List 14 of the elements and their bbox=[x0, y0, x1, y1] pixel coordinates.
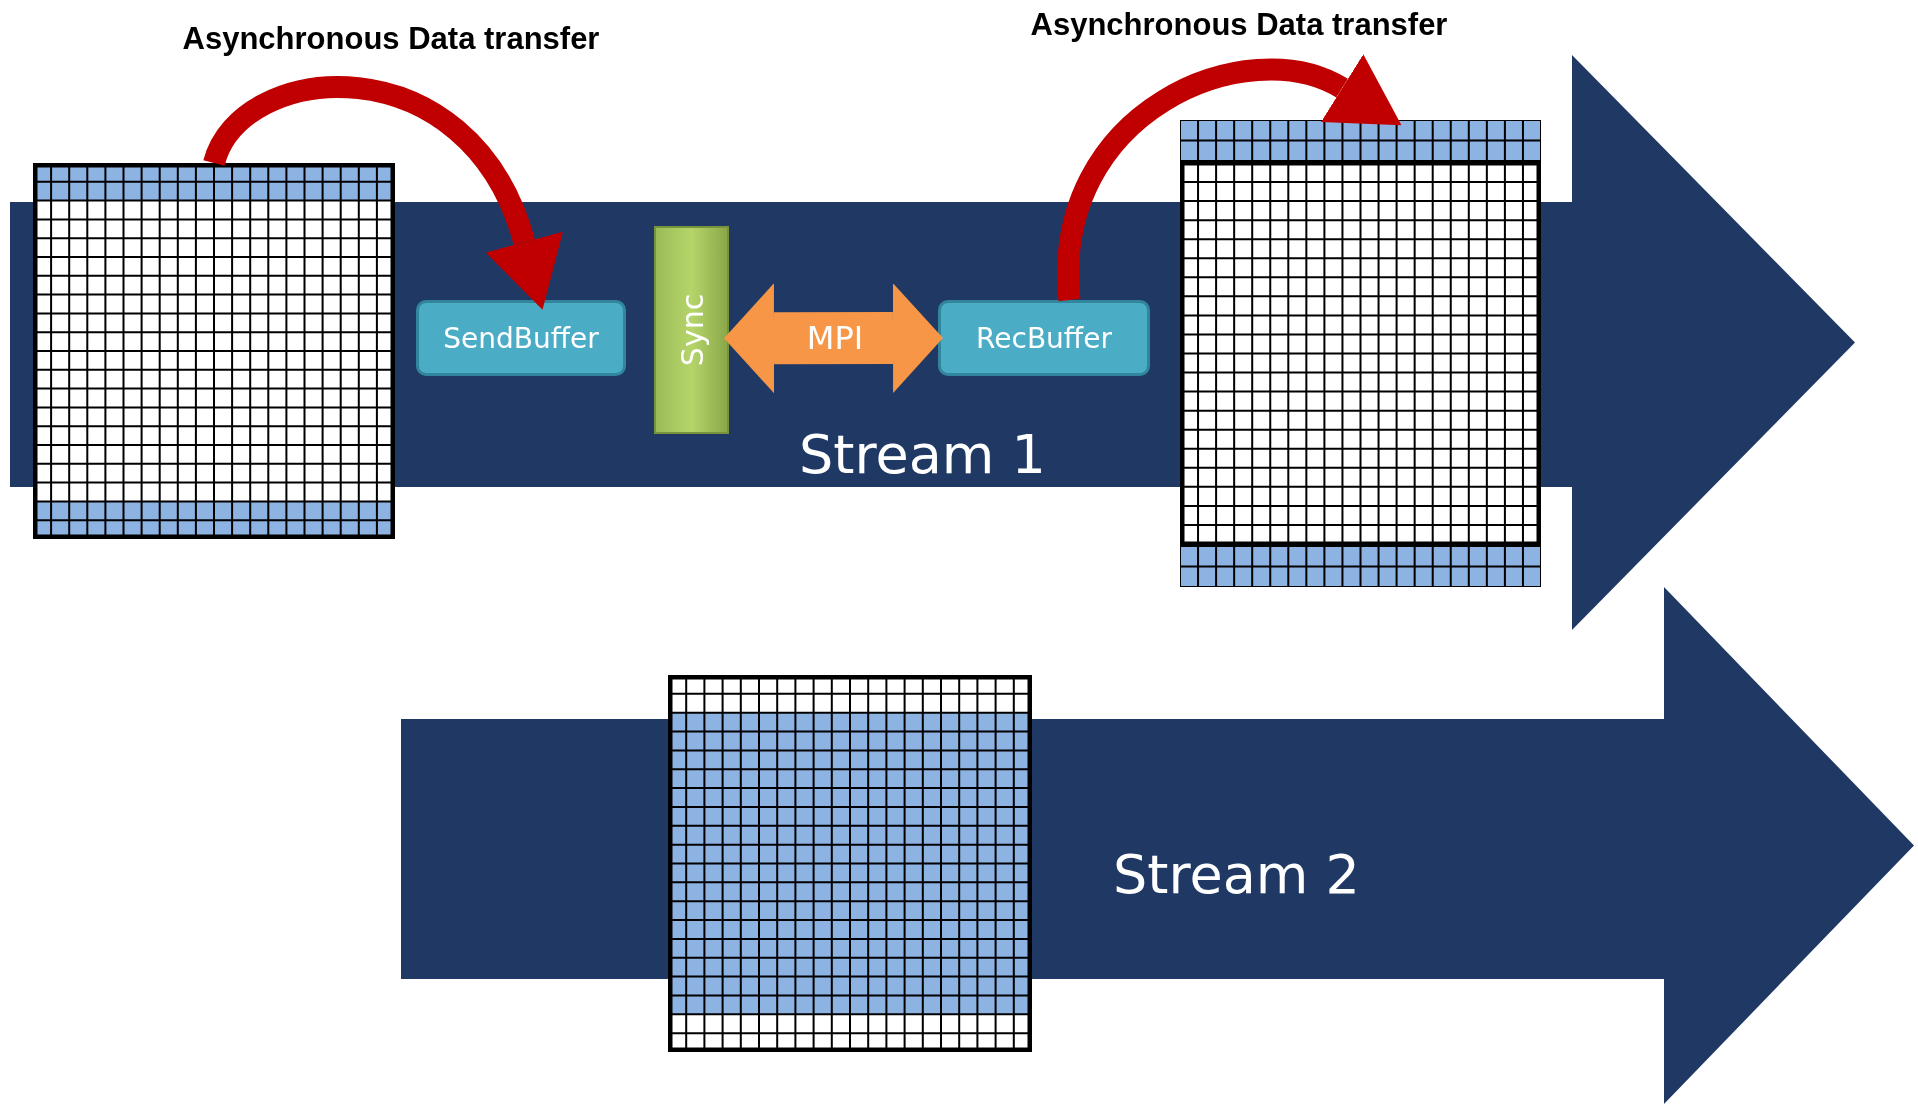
buffer-label: RecBuffer bbox=[976, 321, 1112, 355]
buffer-label: SendBuffer bbox=[443, 321, 599, 355]
buffer-box bbox=[938, 300, 1150, 376]
stream-band bbox=[401, 587, 1914, 1104]
edge-label: MPI bbox=[806, 319, 864, 357]
sync-label: Sync bbox=[674, 293, 709, 367]
sync-bar bbox=[654, 226, 729, 434]
edge-label: Asynchronous Data transfer bbox=[1030, 7, 1448, 43]
stream-label: Stream 2 bbox=[1113, 843, 1360, 906]
stream-band bbox=[10, 55, 1855, 630]
double-arrow bbox=[724, 283, 943, 394]
edge-label: Asynchronous Data transfer bbox=[182, 21, 600, 57]
buffer-box bbox=[416, 300, 626, 376]
stream-label: Stream 1 bbox=[799, 423, 1046, 486]
